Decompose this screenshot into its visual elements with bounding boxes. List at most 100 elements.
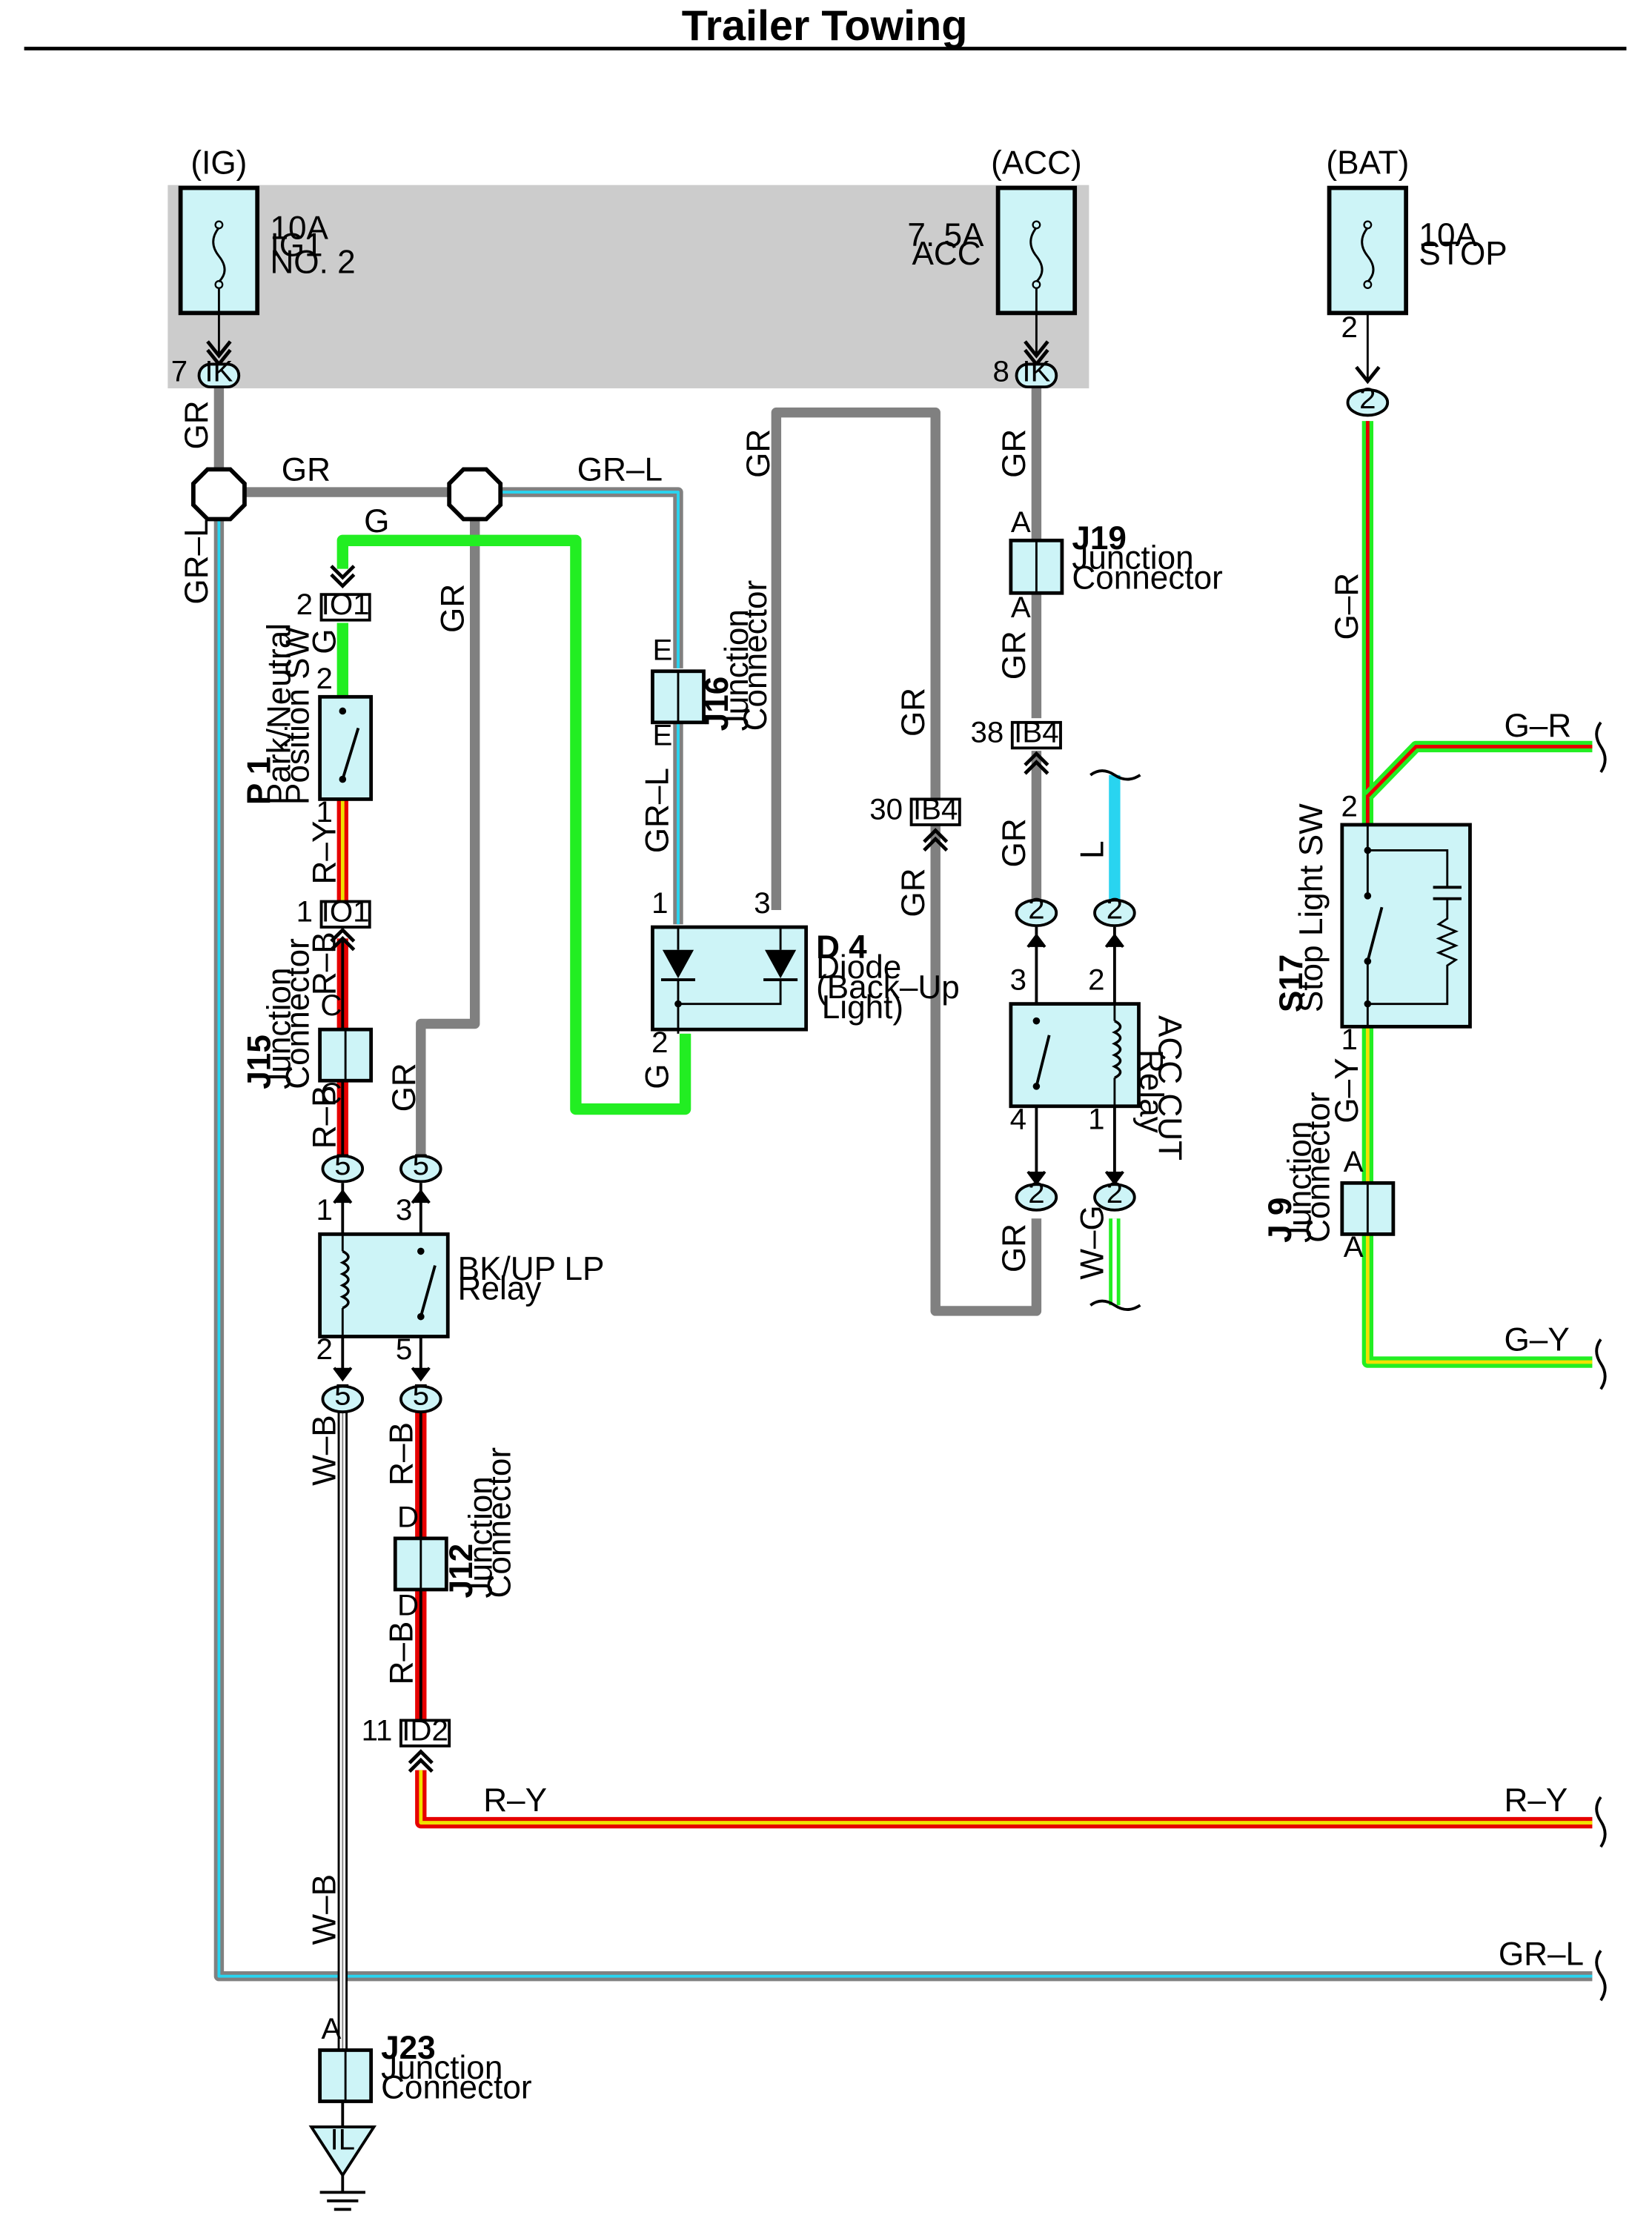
fuse-acc-pin: 8: [993, 354, 1009, 388]
continuation-marks: [1089, 721, 1607, 2002]
j23-code: J23: [381, 2030, 436, 2066]
acc-pin4: 4: [1010, 1102, 1026, 1135]
j16-code: J16: [699, 677, 735, 731]
label-gr-1: GR: [179, 400, 215, 449]
connector-relay-block-bottom: 5 5: [321, 1336, 442, 1414]
fuse-acc-connector: IK: [1022, 354, 1050, 388]
rb-pin-a: 5: [334, 1148, 351, 1181]
connector-acc-relay-top: 2 2: [1015, 892, 1136, 1004]
label-r-b-2: R–B: [307, 1085, 343, 1149]
fuse-acc-source: (ACC): [991, 145, 1082, 181]
label-gr-2: GR: [282, 452, 331, 488]
splice-point-2: [447, 467, 503, 522]
rb-pin-c: 5: [334, 1378, 351, 1412]
d4-pin2: 2: [651, 1026, 668, 1059]
label-gr-3: GR: [434, 584, 471, 633]
label-gr-6: GR: [996, 631, 1032, 680]
ib4-label-b: IB4: [1014, 716, 1058, 749]
j9-line2: Connector: [1301, 1092, 1337, 1243]
label-g-y-2: G–Y: [1505, 1322, 1570, 1358]
d4-line2: (Back–Up: [816, 969, 960, 1006]
j19-junction-connector: A A J19 Junction Connector: [1009, 505, 1223, 624]
wire-gr-l: [213, 487, 1593, 1982]
io1-pin-bottom: 1: [296, 894, 313, 928]
fuse-bat-name1: STOP: [1419, 236, 1507, 272]
label-g-3: G: [640, 1063, 676, 1089]
s17-pin-bottom: 1: [1341, 1023, 1358, 1056]
d4-pin1: 1: [651, 886, 668, 920]
fuse-acc-name1: ACC: [912, 236, 981, 272]
s17-line1: Stop Light SW: [1293, 803, 1330, 1012]
d4-diode: 1 3 2 D 4 Diode (Back–Up Light): [651, 886, 960, 1059]
bkup-line2: Relay: [458, 1271, 542, 1307]
connector-io1-bottom: IO1 1: [296, 894, 371, 952]
j16-pin-top: E: [652, 633, 672, 666]
label-gr-9: GR: [996, 818, 1032, 867]
j23-pin: A: [322, 2012, 342, 2045]
j12-pin-top: D: [397, 1501, 419, 1534]
p1-line2: Position SW: [279, 626, 316, 805]
j16-line1: Junction: [719, 609, 755, 731]
ib4-pin-38: 38: [970, 716, 1004, 749]
fuse-ig-connector: IK: [205, 354, 233, 388]
connector-id2: ID2 11: [362, 1713, 451, 1773]
io1-pin-top: 2: [296, 588, 313, 621]
j15-pin-top: C: [320, 989, 342, 1022]
label-gr-4: GR: [740, 429, 777, 478]
wire-g: [336, 534, 691, 1115]
p1-code: P 1: [241, 757, 277, 805]
j16-junction-connector: E E J16 Junction Connector: [651, 580, 774, 752]
bkup-line1: BK/UP LP: [458, 1251, 605, 1287]
d4-code: D 4: [816, 929, 867, 966]
connector-io1-top: IO1 2: [296, 565, 371, 622]
label-r-y-1: R–Y: [307, 821, 343, 885]
label-gr-7: GR: [895, 688, 932, 737]
d4-line1: Diode: [816, 949, 901, 986]
ib4-label-a: IB4: [913, 792, 958, 826]
j16-line2: Connector: [737, 580, 774, 731]
label-gr-l-1: GR–L: [577, 452, 663, 488]
acc-line2: Relay: [1132, 1049, 1169, 1133]
j9-code: J 9: [1262, 1198, 1298, 1243]
fuse-bat-pin: 2: [1341, 311, 1358, 344]
label-g-r-2: G–R: [1505, 708, 1572, 744]
j19-line2: Connector: [1072, 560, 1223, 597]
fuse-ig-source: (IG): [190, 145, 247, 181]
j23-line1: Junction: [381, 2050, 502, 2086]
rb-pin-b: 5: [413, 1148, 429, 1181]
p1-park-neutral-switch: 2 1 P 1 Park/Neutral Position SW: [241, 623, 374, 829]
acc-rb-pin-d: 2: [1107, 1176, 1123, 1209]
acc-line1: ACC CUT: [1151, 1015, 1187, 1161]
j12-pin-bottom: D: [397, 1588, 419, 1621]
j23-line2: Connector: [381, 2070, 532, 2106]
acc-pin1: 1: [1088, 1102, 1104, 1135]
ib4-pin-30: 30: [869, 792, 903, 826]
label-gr-l-2: GR–L: [179, 519, 215, 604]
j15-junction-connector: C C J15 Junction Connector: [241, 938, 374, 1110]
bkup-pin2: 2: [316, 1332, 332, 1366]
connector-ib4-38: IB4 38: [970, 716, 1062, 775]
fuse-ig-amp: 10A: [270, 210, 328, 247]
bkup-pin5: 5: [396, 1332, 412, 1366]
label-r-y-2: R–Y: [483, 1782, 547, 1819]
j12-code: J12: [443, 1544, 480, 1598]
label-gr-11: GR: [386, 1063, 422, 1112]
label-g-y-1: G–Y: [1329, 1058, 1365, 1123]
p1-pin-bottom: 1: [316, 795, 332, 829]
j12-line2: Connector: [482, 1447, 518, 1598]
j19-pin-top: A: [1011, 505, 1031, 539]
wire-r-y: [336, 799, 1593, 1829]
label-r-y-3: R–Y: [1505, 1782, 1568, 1819]
label-r-b-4: R–B: [383, 1621, 419, 1685]
bkup-lp-relay: 1 3 BK/UP LP Relay 2 5: [316, 1193, 604, 1366]
fuse-acc: (ACC) 7. 5A ACC IK 8: [907, 145, 1082, 389]
fuse-bat-source: (BAT): [1326, 145, 1409, 181]
label-g-1: G: [364, 503, 389, 540]
p1-pin-top: 2: [316, 662, 332, 695]
label-gr-8: GR: [895, 868, 932, 917]
acc-rb-pin-c: 2: [1028, 1176, 1044, 1209]
fuse-acc-amp: 7. 5A: [907, 217, 984, 253]
j9-pin-top: A: [1344, 1145, 1364, 1178]
j15-code: J15: [241, 1035, 277, 1089]
